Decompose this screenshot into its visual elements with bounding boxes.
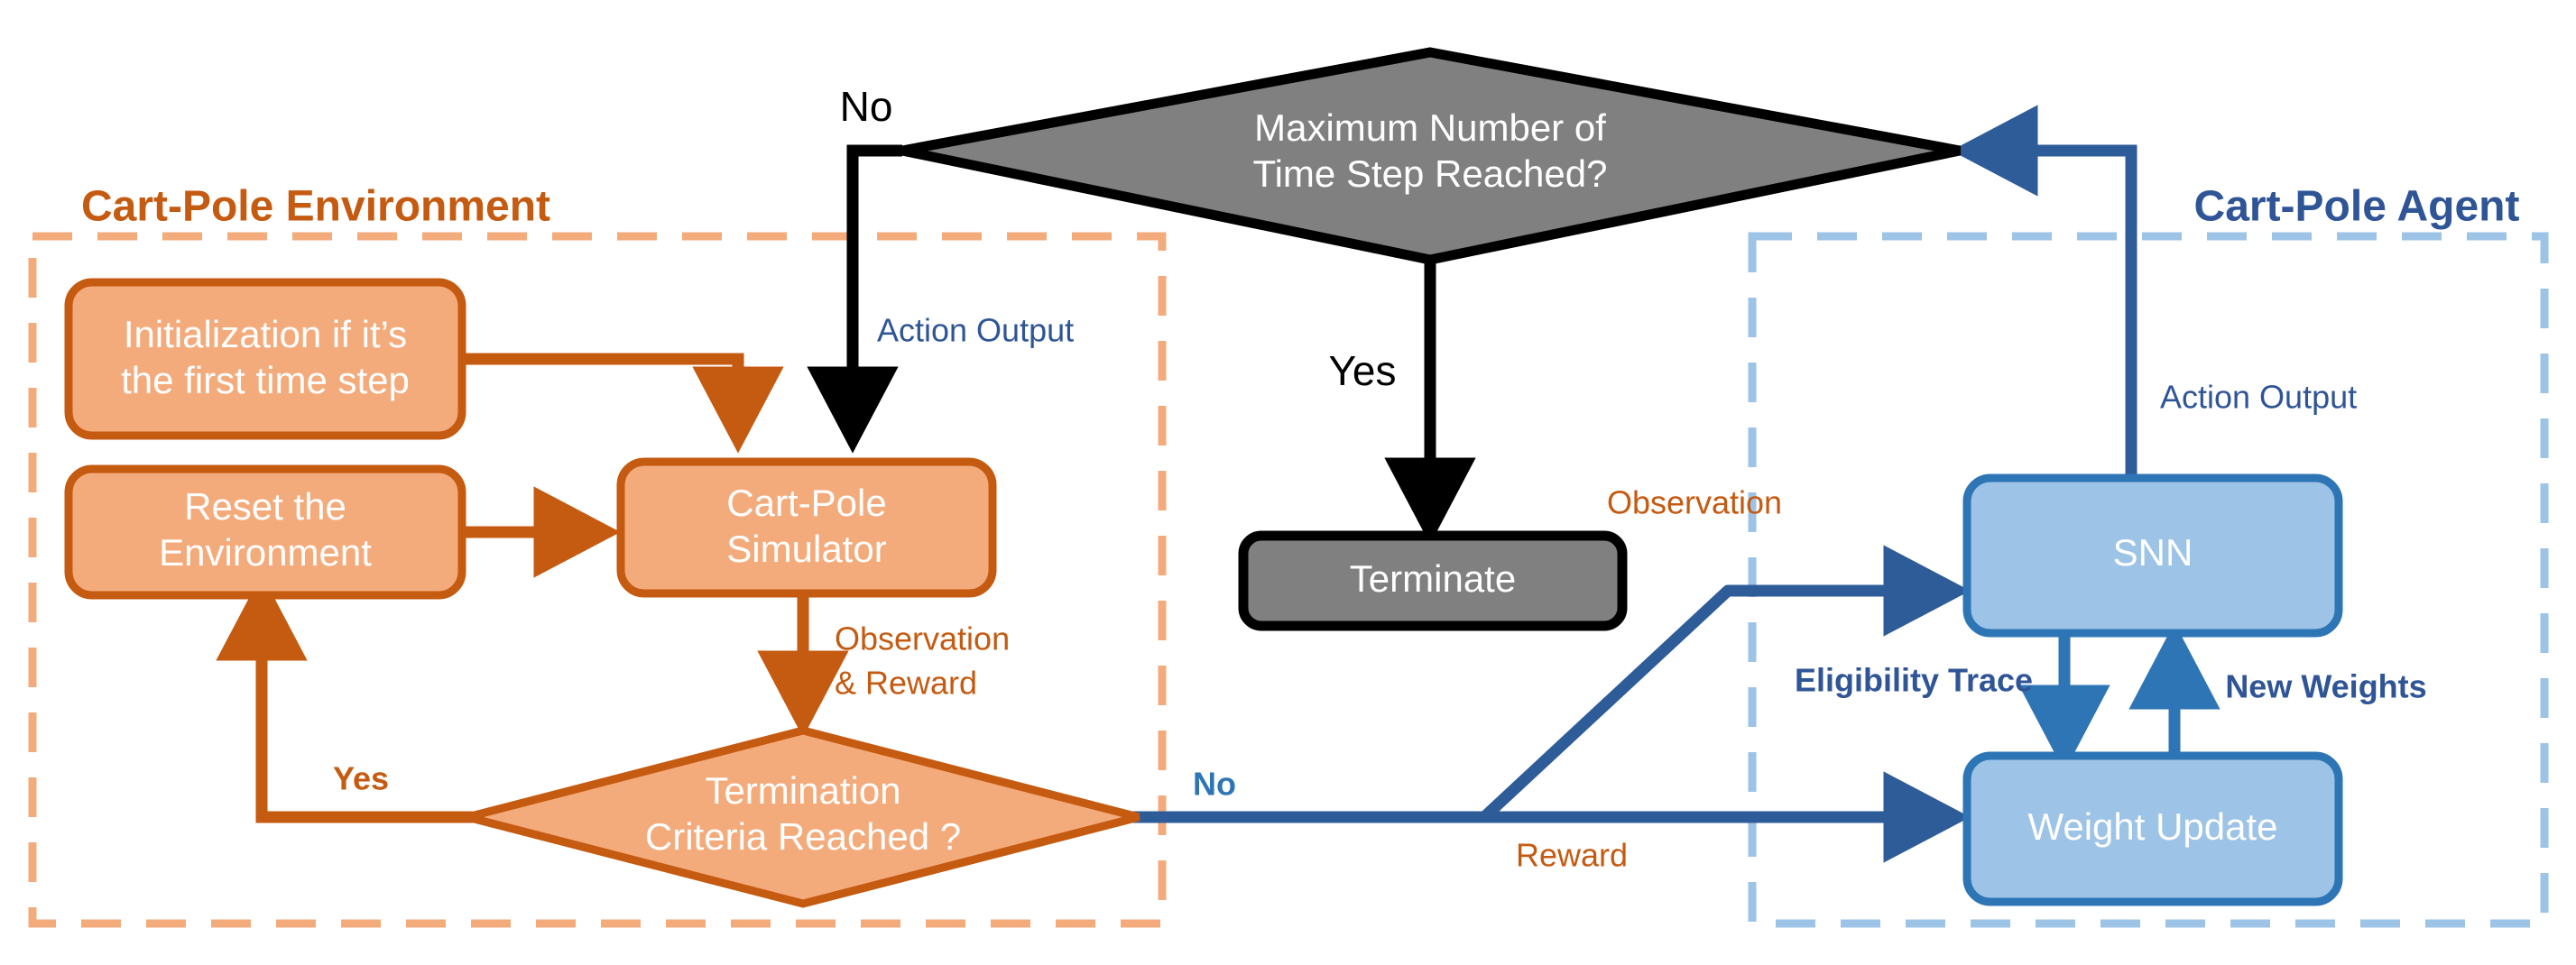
node-max-time-step-label-line1: Maximum Number of (1254, 106, 1606, 149)
edge-label-action-output-right: Action Output (2160, 379, 2357, 416)
node-termination-criteria-shape (466, 726, 1140, 908)
node-cart-pole-simulator-shape (616, 457, 997, 598)
edge-label-yes-left: Yes (333, 760, 389, 797)
edge-label-no-bottom: No (1193, 766, 1236, 803)
agent-group-boundary (1748, 232, 2549, 928)
node-reset-environment-label-line1: Reset the (184, 485, 346, 528)
edge-label-new-weights: New Weights (2225, 668, 2426, 705)
node-reset-environment-label-line2: Environment (159, 531, 372, 574)
node-max-time-step-label-line2: Time Step Reached? (1253, 152, 1608, 195)
node-terminate[interactable]: Terminate (1238, 530, 1628, 631)
edge-observation-to-snn (1480, 545, 1971, 822)
agent-group-title: Cart-Pole Agent (2194, 183, 2520, 231)
edge-label-reward: Reward (1516, 837, 1628, 874)
edge-snn-action-output-to-maxstep (1951, 105, 2137, 480)
node-snn[interactable]: SNN (1962, 473, 2343, 638)
node-terminate-shape (1238, 530, 1628, 631)
node-snn-shape (1962, 473, 2343, 638)
edge-label-yes-top: Yes (1328, 347, 1396, 394)
edge-initialization-to-simulator (462, 353, 784, 454)
node-initialization[interactable]: Initialization if it’s the first time st… (64, 278, 466, 440)
environment-group-title: Cart-Pole Environment (81, 183, 550, 231)
edge-label-action-output-left: Action Output (877, 312, 1074, 349)
edge-label-observation-reward-line1: Observation (835, 620, 1010, 657)
node-weight-update-shape (1962, 751, 2343, 906)
edge-label-observation-reward-line2: & Reward (835, 665, 977, 702)
node-reset-environment-shape (64, 464, 466, 600)
node-initialization-shape (64, 278, 466, 440)
node-max-time-step-decision[interactable]: Maximum Number of Time Step Reached? (900, 47, 1962, 265)
edge-label-no-top: No (840, 83, 893, 130)
node-snn-label: SNN (2113, 531, 2193, 574)
edge-label-observation: Observation (1607, 484, 1782, 521)
node-weight-update-label: Weight Update (2027, 805, 2277, 848)
node-cart-pole-simulator-label-line1: Cart-Pole (726, 482, 886, 524)
edge-termination-yes-to-reset (216, 574, 473, 823)
node-cart-pole-simulator-label-line2: Simulator (726, 528, 886, 570)
node-termination-criteria[interactable]: Termination Criteria Reached ? (466, 726, 1140, 908)
edge-label-eligibility-trace: Eligibility Trace (1795, 662, 2033, 699)
node-reset-environment[interactable]: Reset the Environment (64, 464, 466, 600)
node-cart-pole-simulator[interactable]: Cart-Pole Simulator (616, 457, 997, 598)
edge-maxstep-no-to-simulator (807, 144, 902, 454)
node-termination-criteria-label-line2: Criteria Reached ? (645, 815, 961, 858)
node-termination-criteria-label-line1: Termination (705, 769, 900, 812)
node-weight-update[interactable]: Weight Update (1962, 751, 2343, 906)
node-max-time-step-shape (900, 47, 1962, 265)
node-initialization-label-line2: the first time step (121, 359, 410, 401)
node-terminate-label: Terminate (1350, 557, 1516, 600)
node-initialization-label-line1: Initialization if it’s (124, 313, 407, 355)
